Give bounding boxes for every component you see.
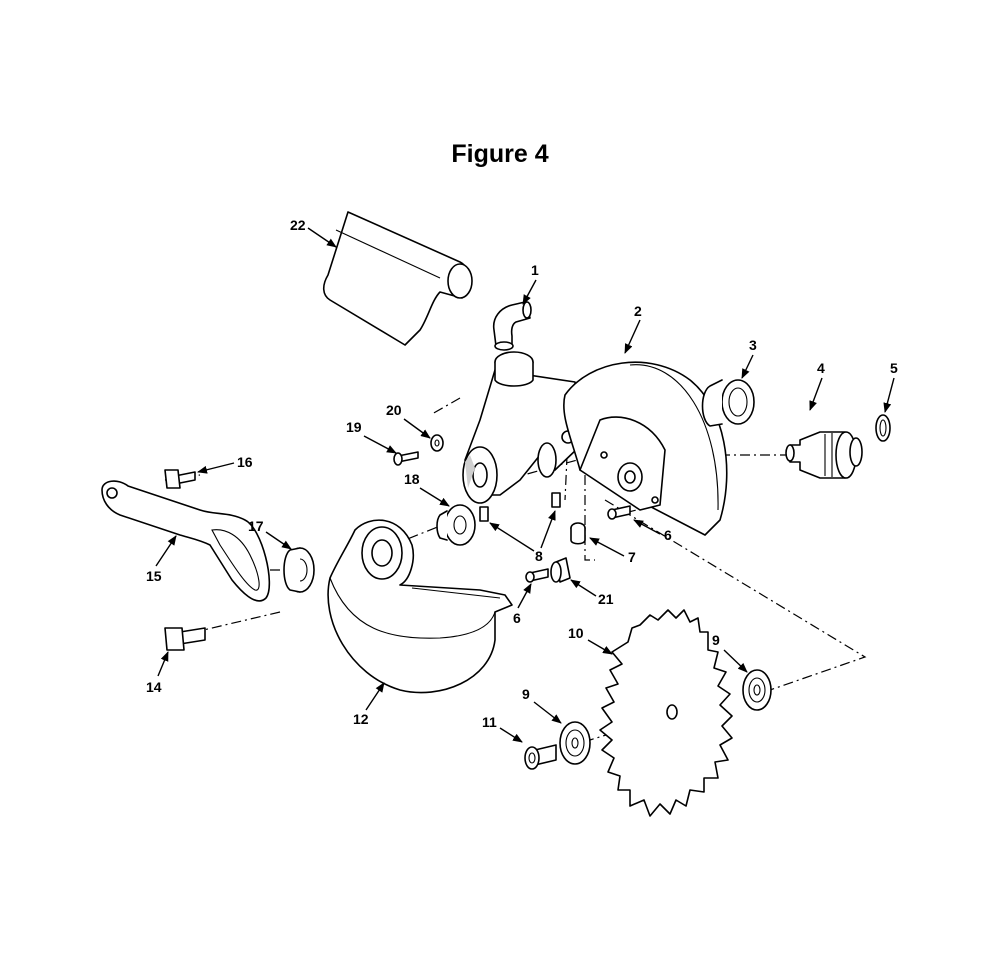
callout-label-6-upper: 6 [664,527,672,543]
callout-label-6-lower: 6 [513,610,521,626]
callout-label-7: 7 [628,549,636,565]
part-3-bearing [701,379,755,427]
callout-21: 21 [570,579,614,607]
callout-label-9-inner: 9 [522,686,530,702]
callout-17: 17 [248,518,292,550]
part-9-inner-flange [559,721,591,765]
part-6-screw-upper [607,505,631,520]
callout-19: 19 [346,419,397,454]
callout-label-4: 4 [817,360,825,376]
callout-12: 12 [353,682,385,727]
callout-2: 2 [624,303,642,354]
callout-20: 20 [386,402,431,439]
callout-label-11: 11 [482,714,497,730]
part-15-link-arm [101,480,271,602]
part-9-outer-flange [742,669,772,711]
part-22-guard-cover [322,211,473,346]
callout-8: 8 [489,510,556,564]
part-18-bushing [436,504,476,546]
callout-4: 4 [809,360,825,411]
callout-18: 18 [404,471,450,507]
part-20-washer [430,434,444,452]
part-2-upper-blade-guard [563,361,728,536]
callout-label-18: 18 [404,471,420,487]
callout-9-inner: 9 [522,686,562,724]
callout-3: 3 [741,337,757,379]
callout-6-lower: 6 [513,583,532,626]
callout-11: 11 [482,714,523,743]
part-6-screw-lower [525,568,549,583]
callout-7: 7 [589,537,636,565]
callout-label-1: 1 [531,262,539,278]
callout-14: 14 [146,651,169,695]
callout-label-16: 16 [237,454,253,470]
callout-10: 10 [568,625,613,655]
part-21-spacer [550,557,571,583]
callout-16: 16 [197,454,253,474]
part-10-saw-blade [599,609,733,817]
part-1-dust-elbow [492,301,532,351]
callout-label-15: 15 [146,568,162,584]
callout-1: 1 [522,262,539,305]
callout-label-17: 17 [248,518,264,534]
callout-label-2: 2 [634,303,642,319]
part-11-arbor-bolt [524,744,557,770]
part-14-bolt [164,627,206,651]
part-4-spindle-assembly [785,431,863,479]
part-5-retaining-ring [875,414,891,442]
part-7-pin [570,522,586,545]
callout-label-21: 21 [598,591,614,607]
part-8-set-screws [479,492,561,522]
callout-label-5: 5 [890,360,898,376]
callout-label-9-outer: 9 [712,632,720,648]
part-16-bolt [164,469,196,489]
part-17-hub [283,547,315,593]
callout-label-10: 10 [568,625,584,641]
callout-label-12: 12 [353,711,369,727]
part-12-lower-blade-guard [327,519,513,694]
part-19-screw [393,451,419,466]
motor-arm-housing [462,351,579,504]
callout-9-outer: 9 [712,632,748,673]
callout-label-8: 8 [535,548,543,564]
callout-6-upper: 6 [633,519,672,543]
callout-15: 15 [146,535,177,584]
callout-22: 22 [290,217,337,248]
callout-label-20: 20 [386,402,402,418]
callout-5: 5 [883,360,898,413]
callout-label-19: 19 [346,419,362,435]
callout-label-14: 14 [146,679,162,695]
callout-label-3: 3 [749,337,757,353]
figure-title: Figure 4 [451,140,549,168]
callout-label-22: 22 [290,217,306,233]
